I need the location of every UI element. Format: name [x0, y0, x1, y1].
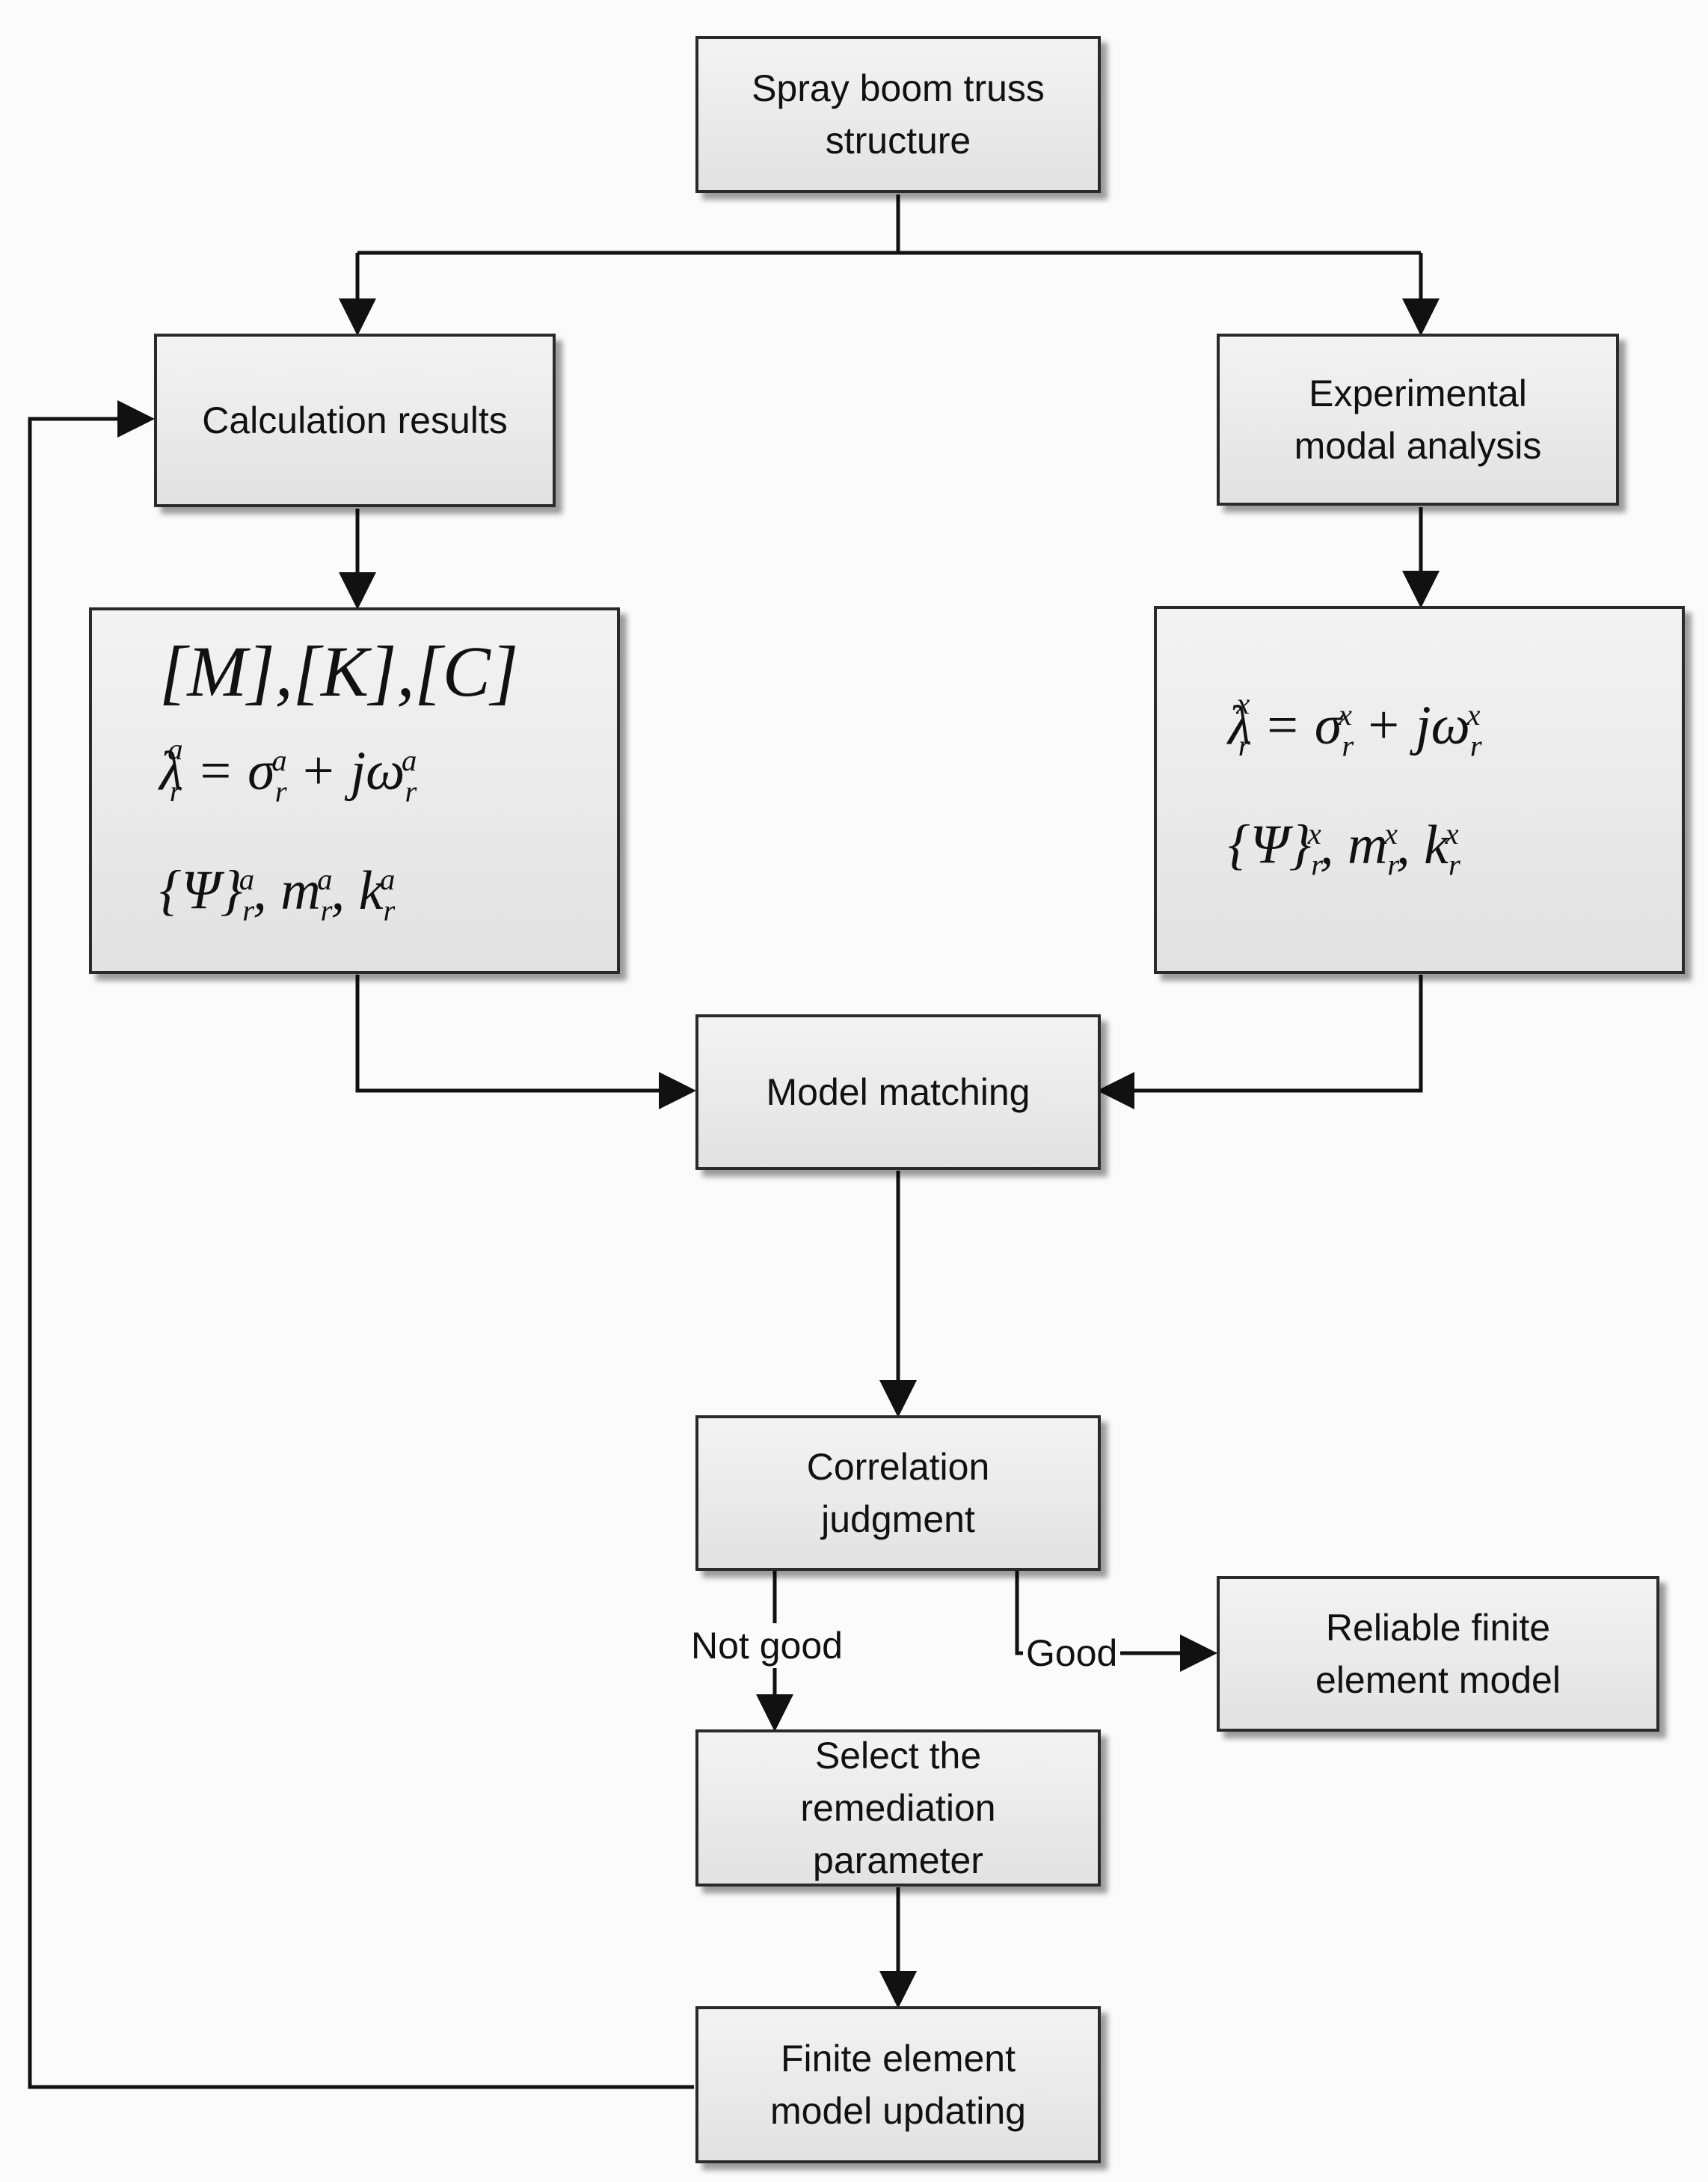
node-calculation-results-label: Calculation results [202, 399, 508, 441]
node-fe-updating-line2: model updating [770, 2090, 1026, 2132]
node-experimental-line2: modal analysis [1294, 425, 1542, 467]
node-correlation-judgment[interactable]: Correlation judgment [695, 1415, 1101, 1571]
node-reliable-line1: Reliable finite [1325, 1607, 1551, 1649]
node-calculation-results[interactable]: Calculation results [154, 334, 556, 507]
edge-left-params-to-matching [355, 975, 696, 1109]
analytical-eigenvalue: λra = σra + jωra [159, 732, 417, 808]
node-correlation-line1: Correlation [806, 1446, 990, 1488]
node-reliable-line2: element model [1315, 1659, 1561, 1701]
node-select-line3: parameter [813, 1839, 983, 1881]
analytical-modal: {Ψ}ra, mra, kra [159, 859, 396, 928]
edge-label-not-good: Not good [688, 1623, 846, 1668]
edge-good [1015, 1571, 1217, 1672]
node-spray-boom[interactable]: Spray boom truss structure [695, 36, 1101, 193]
node-model-matching[interactable]: Model matching [695, 1014, 1101, 1170]
edge-right-params-to-matching [1097, 975, 1423, 1109]
node-model-matching-label: Model matching [766, 1071, 1030, 1113]
node-reliable-model[interactable]: Reliable finite element model [1217, 1576, 1659, 1732]
node-select-line1: Select the [814, 1735, 982, 1777]
experimental-modal: {Ψ}rx, mrx, krx [1228, 814, 1460, 882]
node-spray-boom-line1: Spray boom truss [752, 67, 1045, 109]
node-experimental-line1: Experimental [1309, 373, 1527, 414]
node-select-line2: remediation [800, 1787, 996, 1829]
node-experimental-modal[interactable]: Experimental modal analysis [1217, 334, 1619, 506]
node-spray-boom-line2: structure [825, 120, 971, 162]
edge-label-good: Good [1023, 1631, 1121, 1676]
node-analytical-params[interactable]: [M],[K],[C] λra = σra + jωra {Ψ}ra, mra,… [89, 607, 620, 974]
node-correlation-line2: judgment [821, 1498, 975, 1540]
edge-feedback-loop [28, 400, 694, 2089]
experimental-eigenvalue: λrx = σrx + jωrx [1228, 687, 1482, 762]
node-fe-updating[interactable]: Finite element model updating [695, 2006, 1101, 2163]
node-fe-updating-line1: Finite element [780, 2038, 1016, 2080]
node-experimental-params[interactable]: λrx = σrx + jωrx {Ψ}rx, mrx, krx [1154, 606, 1685, 974]
node-select-parameter[interactable]: Select the remediation parameter [695, 1729, 1101, 1887]
analytical-matrices: [M],[K],[C] [159, 631, 519, 711]
